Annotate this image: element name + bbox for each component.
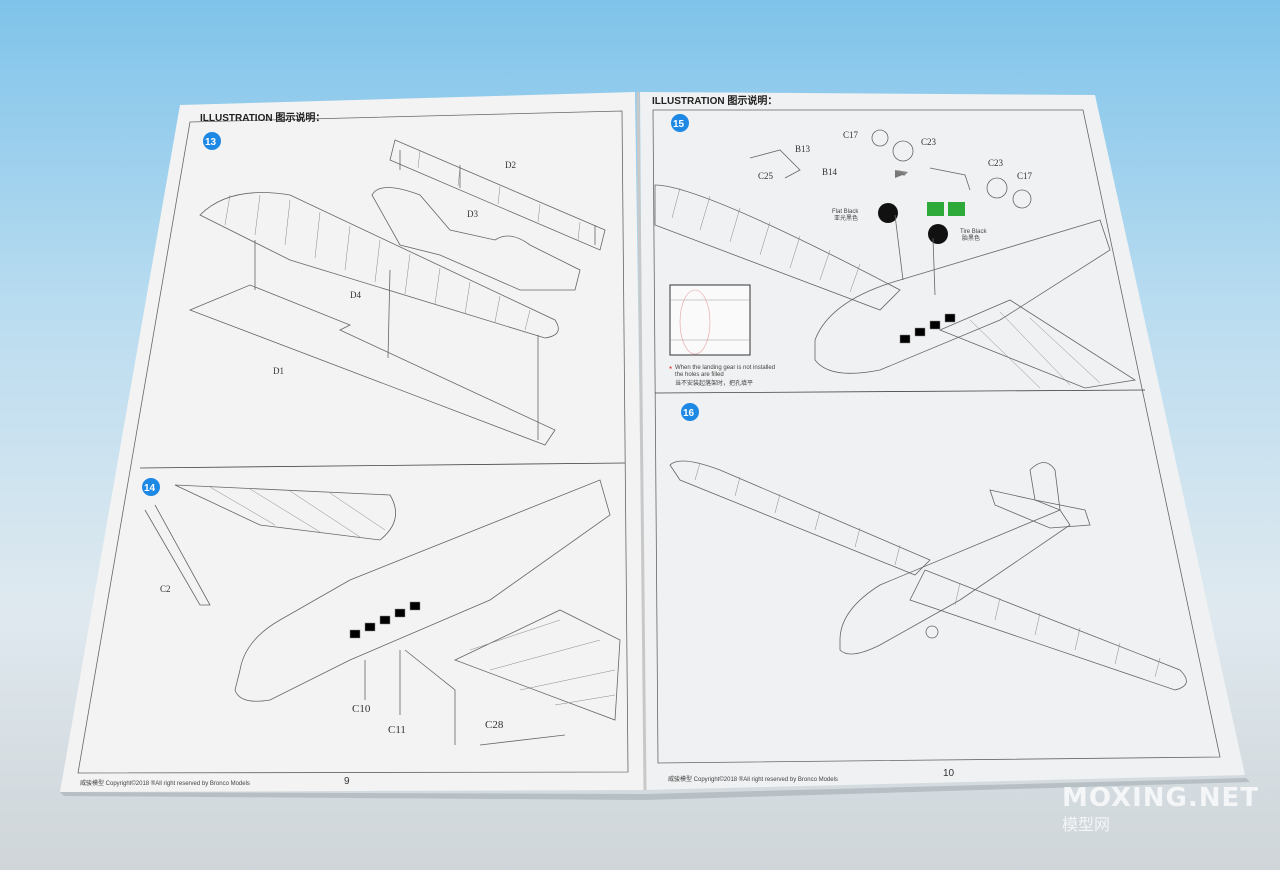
part-label-d4: D4 — [350, 290, 361, 300]
step-14-badge: 14 — [142, 478, 160, 496]
part-label-b14: B14 — [822, 167, 838, 177]
paint-flat-black: Flat Black — [832, 209, 859, 215]
note-line2: the holes are filled — [675, 372, 724, 378]
step-16-badge: 16 — [681, 403, 699, 421]
note-line1: When the landing gear is not installed — [675, 365, 775, 371]
paint-tire-black: Tire Black — [960, 229, 987, 235]
paint-flat-black-cn: 亚光黑色 — [834, 214, 858, 222]
svg-text:13: 13 — [205, 137, 217, 148]
right-page — [640, 92, 1245, 790]
part-label-d3: D3 — [467, 209, 478, 219]
paint-icon-2 — [948, 202, 965, 216]
watermark: MOXING.NET — [1062, 783, 1259, 813]
part-label-b13: B13 — [795, 144, 811, 154]
part-label-c17: C17 — [843, 130, 859, 140]
part-label-c23: C23 — [921, 137, 937, 147]
part-label-c17b: C17 — [1017, 171, 1033, 181]
paint-tire-black-cn: 胎黑色 — [962, 234, 980, 242]
step-13-wing-drawing: D2 D3 D4 D1 — [188, 139, 606, 446]
note-asterisk: * — [669, 365, 672, 374]
step-16-glider-drawing — [669, 460, 1187, 691]
svg-text:16: 16 — [683, 408, 695, 419]
right-page-number: 10 — [943, 768, 955, 779]
left-page-header: ILLUSTRATION 图示说明： — [200, 111, 325, 124]
right-footer: 威骏模型 Copyright©2018 ®All right reserved … — [668, 775, 838, 783]
right-page-header: ILLUSTRATION 图示说明： — [652, 94, 777, 107]
part-label-c11: C11 — [388, 724, 406, 736]
svg-text:14: 14 — [144, 483, 156, 494]
step-15-drawing: Flat Black 亚光黑色 Tire Black 胎黑色 C17 C23 B… — [654, 129, 1137, 389]
paint-icon-1 — [927, 202, 944, 216]
part-label-c10: C10 — [352, 703, 371, 715]
part-label-c2: C2 — [160, 584, 171, 594]
note-cn: 当不安装起落架时，把孔填平 — [675, 379, 753, 387]
part-label-c23b: C23 — [988, 158, 1004, 168]
step-14-fuselage-drawing: C2 C10 C11 C28 — [144, 479, 621, 746]
svg-text:15: 15 — [673, 119, 685, 130]
part-label-c28: C28 — [485, 719, 504, 731]
watermark-cn: 模型网 — [1062, 815, 1110, 834]
part-label-d1: D1 — [273, 366, 284, 376]
part-label-c25: C25 — [758, 171, 774, 181]
step-15-badge: 15 — [671, 114, 689, 132]
left-page-number: 9 — [344, 776, 350, 787]
left-page — [60, 92, 645, 792]
part-label-d2: D2 — [505, 160, 516, 170]
left-footer: 威骏模型 Copyright©2018 ®All right reserved … — [80, 779, 250, 787]
step-13-badge: 13 — [203, 132, 221, 150]
